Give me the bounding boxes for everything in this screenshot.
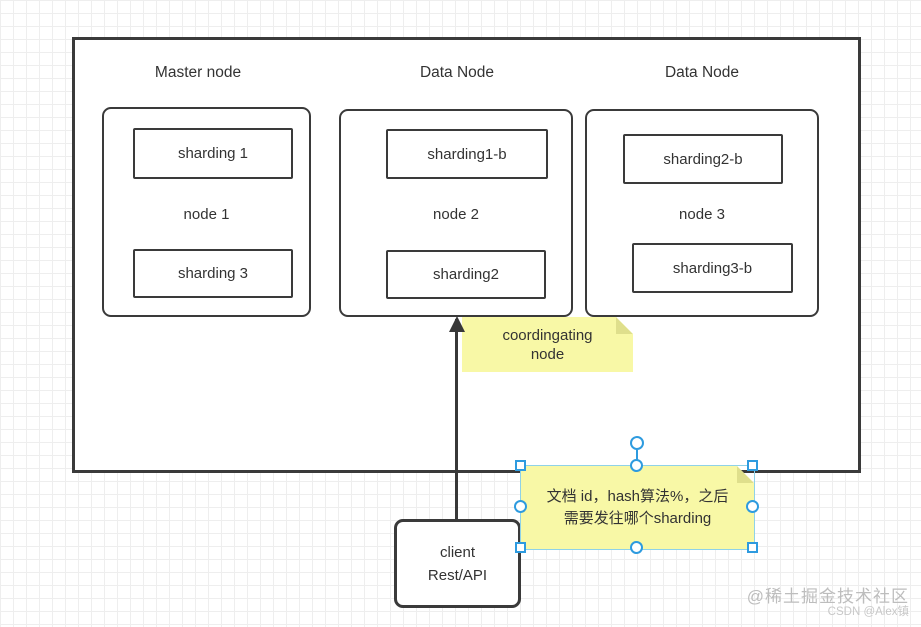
selection-handle-se[interactable] [747, 542, 758, 553]
coordinating-note-line1: coordingating [502, 326, 593, 344]
client-to-node2-arrow-line[interactable] [455, 319, 458, 520]
column-title-data-node-1: Data Node [419, 64, 495, 81]
selection-handle-n[interactable] [630, 459, 643, 472]
sharding2-b-box[interactable]: sharding2-b [623, 134, 783, 184]
client-box[interactable]: client Rest/API [394, 519, 521, 608]
node-3-label: node 3 [679, 206, 725, 223]
watermark: @稀土掘金技术社区 CSDN @Alex镇 [747, 587, 909, 619]
column-title-data-node-2: Data Node [664, 64, 740, 81]
watermark-line2: CSDN @Alex镇 [827, 606, 909, 618]
client-to-node2-arrow-head [449, 316, 465, 332]
selection-handle-nw[interactable] [515, 460, 526, 471]
selection-handle-ne[interactable] [747, 460, 758, 471]
selection-handle-w[interactable] [514, 500, 527, 513]
sharding3-b-label: sharding3-b [672, 259, 753, 277]
sharding2-b-label: sharding2-b [663, 150, 743, 168]
client-box-line1: client [439, 543, 476, 561]
selection-handle-e[interactable] [746, 500, 759, 513]
node-2-label: node 2 [433, 206, 479, 223]
annotation-note-line2: 需要发往哪个sharding [563, 509, 712, 527]
sharding-3-box[interactable]: sharding 3 [133, 249, 293, 298]
sharding-3-label: sharding 3 [177, 265, 249, 282]
node-box-1[interactable]: sharding 1 node 1 sharding 3 [102, 107, 311, 317]
sharding1-b-label: sharding1-b [427, 145, 507, 163]
hash-annotation-sticky-note[interactable]: 文档 id，hash算法%，之后 需要发往哪个sharding [521, 466, 754, 549]
column-title-master-node: Master node [154, 64, 242, 81]
sharding-1-box[interactable]: sharding 1 [133, 128, 293, 179]
rotation-handle[interactable] [630, 436, 644, 450]
node-box-3[interactable]: sharding2-b node 3 sharding3-b [585, 109, 819, 317]
selection-handle-sw[interactable] [515, 542, 526, 553]
coordinating-node-sticky-note[interactable]: coordingating node [462, 317, 633, 372]
rotation-handle-stem [636, 450, 638, 461]
selection-handle-s[interactable] [630, 541, 643, 554]
sharding2-label: sharding2 [433, 266, 499, 283]
sharding2-box[interactable]: sharding2 [386, 250, 546, 299]
coordinating-note-line2: node [530, 345, 565, 363]
sharding-1-label: sharding 1 [177, 145, 249, 162]
watermark-line1: @稀土掘金技术社区 [746, 587, 909, 606]
client-box-line2: Rest/API [427, 566, 488, 584]
sharding3-b-box[interactable]: sharding3-b [632, 243, 793, 293]
sharding1-b-box[interactable]: sharding1-b [386, 129, 548, 179]
node-box-2[interactable]: sharding1-b node 2 sharding2 [339, 109, 573, 317]
annotation-note-line1: 文档 id，hash算法%，之后 [546, 487, 729, 505]
node-1-label: node 1 [183, 206, 230, 223]
